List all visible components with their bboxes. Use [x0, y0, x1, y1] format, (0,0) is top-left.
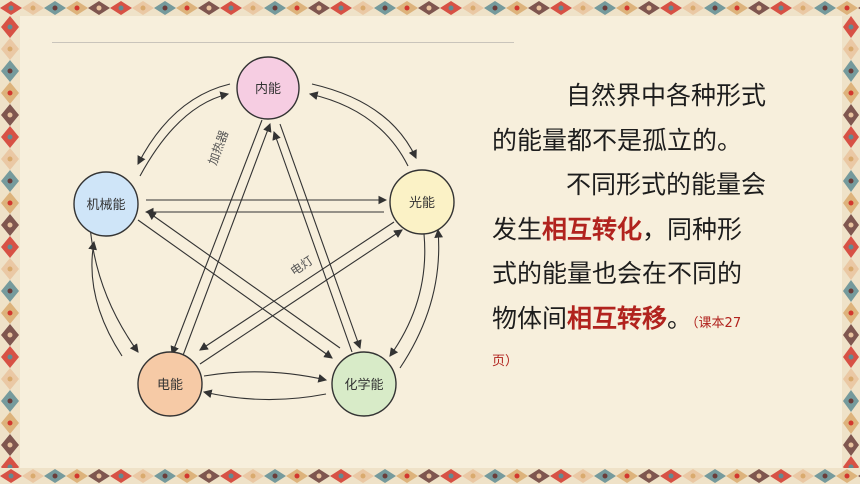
node-label-electric: 电能	[157, 378, 183, 393]
text-segment: ，同种形	[642, 214, 743, 244]
top-border	[0, 0, 860, 16]
energy-conversion-diagram: 内能 光能 机械能 电能 化学能 加热器 电灯	[73, 56, 455, 417]
node-chemical-energy: 化学能	[331, 351, 397, 417]
highlight-mutual-conversion: 相互转化	[542, 214, 643, 244]
bottom-border	[0, 468, 860, 484]
node-mechanical-energy: 机械能	[73, 171, 139, 237]
text-segment: 物体间	[492, 303, 568, 333]
right-border	[842, 16, 860, 468]
explanation-text: 自然界中各种形式 的能量都不是孤立的。 不同形式的能量会 发生相互转化，同种形 …	[492, 74, 812, 374]
node-label-mechanical: 机械能	[86, 198, 125, 213]
node-internal-energy: 内能	[236, 56, 300, 120]
textbook-reference-page: 页）	[492, 354, 519, 369]
left-border	[0, 16, 20, 468]
para-2-line-1: 不同形式的能量会	[566, 170, 767, 199]
node-label-chemical: 化学能	[344, 377, 383, 393]
para-2-line-4: 物体间相互转移。（课本27	[492, 297, 812, 347]
conversion-arrows	[88, 83, 444, 401]
node-label-internal: 内能	[255, 81, 281, 97]
textbook-reference: （课本27	[692, 315, 742, 331]
para-1-line-1: 自然界中各种形式	[566, 81, 767, 110]
para-2-line-2: 发生相互转化，同种形	[492, 208, 812, 253]
node-label-light: 光能	[409, 196, 435, 211]
text-segment: 。	[667, 303, 693, 333]
highlight-mutual-transfer: 相互转移	[567, 303, 668, 333]
text-segment: 发生	[492, 214, 543, 244]
node-electric-energy: 电能	[137, 351, 203, 417]
divider-line	[52, 42, 514, 43]
para-1-line-2: 的能量都不是孤立的。	[492, 125, 743, 155]
para-2-line-3: 式的能量也会在不同的	[492, 259, 743, 288]
node-light-energy: 光能	[389, 169, 455, 235]
heater-label: 加热器	[206, 128, 231, 167]
lamp-label: 电灯	[288, 253, 316, 278]
